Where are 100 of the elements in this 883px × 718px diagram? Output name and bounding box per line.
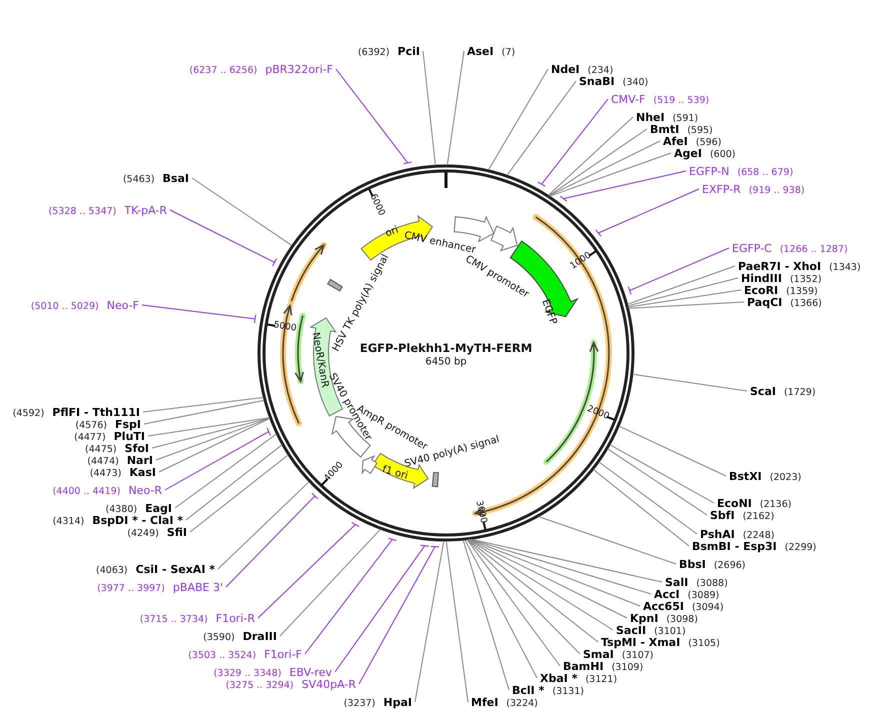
site-position: (340) — [622, 77, 648, 88]
leader-line — [469, 539, 640, 606]
leader-line — [152, 418, 270, 448]
leader-line — [142, 304, 256, 324]
site-position: (4576) — [75, 420, 107, 431]
feature-label: f1 ori — [380, 464, 410, 482]
leader-line — [627, 266, 736, 305]
enzyme-name: HpaI — [383, 696, 412, 709]
primer-range: (5010 .. 5029) — [30, 301, 99, 312]
site-position: (4592) — [12, 408, 44, 419]
enzyme-name: FspI — [114, 418, 141, 431]
site-position: (3590) — [203, 632, 235, 643]
primer-name: F1ori-R — [216, 612, 255, 625]
enzyme-name: SmaI — [583, 648, 614, 661]
leader-line — [462, 540, 510, 690]
enzyme-name: PciI — [398, 45, 420, 58]
primer-range: (519 .. 539) — [653, 95, 710, 106]
enzyme-name: AccI — [654, 588, 680, 601]
site-position: (7) — [502, 47, 516, 58]
site-position: (1352) — [790, 274, 822, 285]
enzyme-name: SnaBI — [579, 75, 615, 88]
site-position: (4475) — [85, 444, 117, 455]
enzyme-name: TspMI - XmaI — [601, 636, 680, 649]
feature-label: EGFP — [539, 298, 559, 326]
site-position: (4314) — [52, 516, 84, 527]
leader-line — [156, 418, 270, 460]
site-position: (4477) — [74, 432, 106, 443]
leader-line — [548, 128, 648, 196]
site-position: (4474) — [87, 456, 119, 467]
site-position: (6392) — [358, 47, 390, 58]
primer-name: pBABE 3' — [172, 581, 223, 594]
leader-line — [468, 539, 628, 618]
leader-line — [467, 539, 598, 642]
primer-range: (5328 .. 5347) — [48, 206, 116, 217]
site-position: (1366) — [790, 298, 822, 309]
site-position: (2248) — [742, 530, 774, 541]
site-position: (3131) — [552, 686, 584, 697]
leader-line — [538, 98, 608, 187]
leader-line — [334, 544, 430, 672]
enzyme-name: NheI — [636, 111, 665, 124]
primer-range: (658 .. 679) — [737, 167, 794, 178]
plasmid-size: 6450 bp — [425, 356, 467, 368]
leader-line — [174, 434, 277, 508]
primer-name: TK-pA-R — [124, 204, 167, 217]
enzyme-name: PshAI — [700, 528, 735, 541]
primer-range: (3329 .. 3348) — [214, 668, 282, 679]
site-position: (591) — [672, 113, 698, 124]
enzyme-name: SfiI — [166, 526, 187, 539]
enzyme-name: KpnI — [630, 612, 658, 625]
site-position: (2023) — [770, 472, 802, 483]
primer-range: (3977 .. 3997) — [97, 583, 165, 594]
site-position: (2136) — [760, 499, 792, 510]
tick-label: 5000 — [272, 320, 298, 334]
enzyme-name: XbaI * — [540, 672, 578, 685]
leader-line — [422, 50, 436, 166]
site-position: (4473) — [90, 468, 122, 479]
site-position: (5463) — [122, 174, 155, 185]
leader-line — [148, 417, 270, 436]
leader-line — [506, 80, 576, 176]
leader-line — [538, 516, 676, 564]
leader-line — [280, 528, 382, 636]
enzyme-name: SalI — [665, 576, 688, 589]
tick-label: 2000 — [585, 404, 610, 422]
enzyme-name: EagI — [145, 502, 172, 515]
site-position: (1729) — [784, 387, 816, 398]
site-position: (3109) — [612, 662, 644, 673]
site-position: (4380) — [106, 504, 138, 515]
primer-range: (1266 .. 1287) — [780, 244, 848, 255]
enzyme-name: BsmBI - Esp3I — [692, 540, 777, 553]
primer-name: pBR322ori-F — [265, 63, 333, 76]
site-position: (600) — [710, 149, 736, 160]
site-position: (3098) — [666, 614, 698, 625]
site-position: (3224) — [506, 698, 538, 709]
leader-line — [468, 539, 614, 630]
leader-line — [628, 290, 742, 308]
site-position: (595) — [687, 125, 713, 136]
enzyme-name: BbsI — [679, 558, 706, 571]
site-position: (4249) — [127, 528, 159, 539]
site-position: (2299) — [784, 542, 816, 553]
site-position: (2696) — [714, 560, 746, 571]
plasmid-name: EGFP-Plekhh1-MyTH-FERM — [360, 341, 532, 355]
primer-name: Neo-F — [106, 299, 139, 312]
enzyme-name: BstXI — [729, 470, 762, 483]
tick-label: 6000 — [367, 192, 386, 218]
enzyme-name: EcoNI — [717, 497, 752, 510]
enzyme-name: Acc65I — [643, 600, 684, 613]
enzyme-name: AgeI — [674, 147, 702, 160]
enzyme-name: PaqCI — [747, 296, 782, 309]
leader-line — [358, 546, 440, 684]
enzyme-name: BclI * — [512, 684, 544, 697]
leader-line — [186, 444, 282, 520]
leader-line — [628, 248, 730, 295]
leader-line — [218, 481, 310, 570]
enzyme-name: PaeR7I - XhoI — [738, 260, 822, 273]
leader-line — [336, 68, 412, 164]
leader-line — [446, 50, 464, 166]
leader-line — [593, 469, 690, 546]
feature-label: NeoR/KanR — [310, 332, 330, 388]
enzyme-name: AseI — [467, 45, 494, 58]
enzyme-name: BsaI — [162, 172, 189, 185]
